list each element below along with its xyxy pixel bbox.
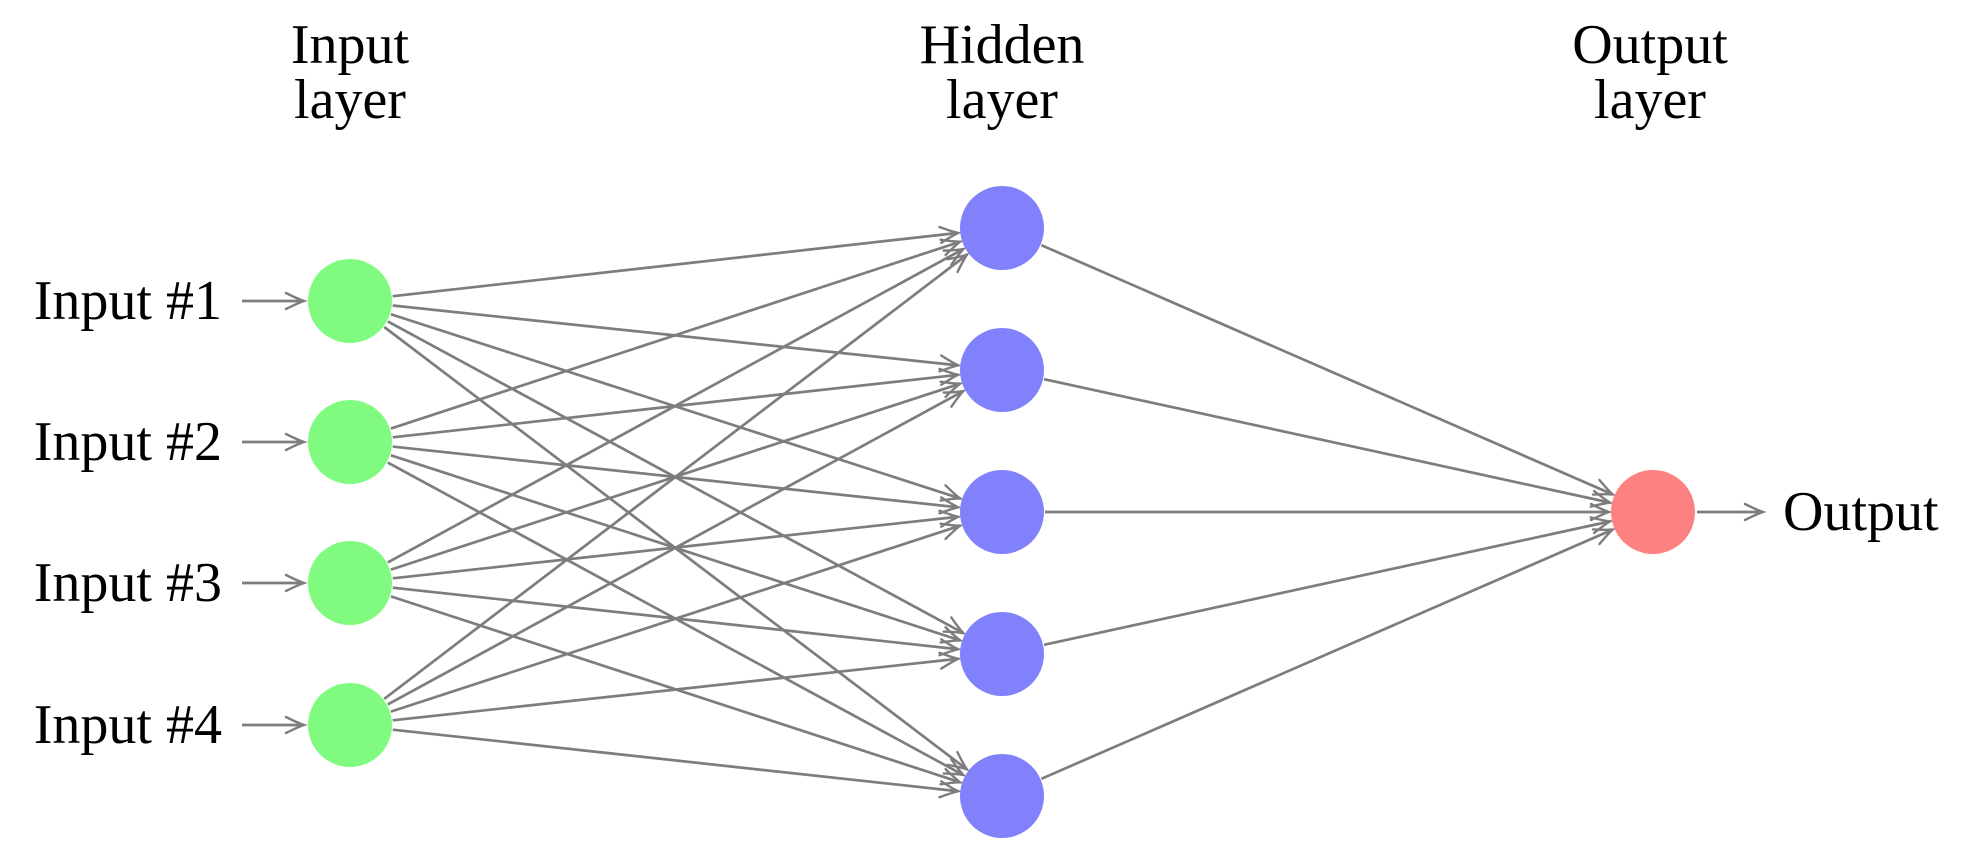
- edge-hidden4-output: [1043, 516, 1614, 647]
- hidden-node-2: [960, 328, 1044, 412]
- edge-input4-hidden1: [383, 252, 971, 701]
- edge-input4-hidden4: [392, 651, 963, 722]
- input-label-3: Input #3: [33, 552, 222, 614]
- input-label-4: Input #4: [33, 694, 222, 756]
- edge-hidden5-output: [1040, 528, 1617, 781]
- input-label-2: Input #2: [33, 411, 222, 473]
- header-output-layer-line2: layer: [1594, 69, 1706, 131]
- hidden-node-1: [960, 186, 1044, 270]
- edge-input2-hidden1: [390, 238, 964, 430]
- hidden-node-4: [960, 612, 1044, 696]
- output-node: [1611, 470, 1695, 554]
- hidden-node-5: [960, 754, 1044, 838]
- header-hidden-layer-line1: Hidden: [919, 14, 1085, 76]
- input-node-2: [308, 400, 392, 484]
- edge-hidden2-output: [1043, 377, 1614, 508]
- input-node-3: [308, 541, 392, 625]
- input-node-1: [308, 259, 392, 343]
- edge-input4-hidden2: [387, 389, 967, 706]
- input-label-1: Input #1: [33, 270, 222, 332]
- header-hidden-layer-line2: layer: [946, 69, 1058, 131]
- header-input-layer-line1: Input: [290, 14, 410, 76]
- edge-hidden1-output: [1040, 243, 1617, 496]
- header-output-layer-line1: Output: [1572, 14, 1728, 76]
- output-label: Output: [1783, 481, 1939, 543]
- edge-input4-hidden5: [392, 728, 963, 799]
- edge-input4-hidden3: [390, 522, 964, 713]
- edge-input1-hidden1: [392, 225, 963, 298]
- header-input-layer-line2: layer: [294, 69, 406, 131]
- edge-input3-hidden1: [387, 247, 967, 564]
- hidden-node-3: [960, 470, 1044, 554]
- input-node-4: [308, 683, 392, 767]
